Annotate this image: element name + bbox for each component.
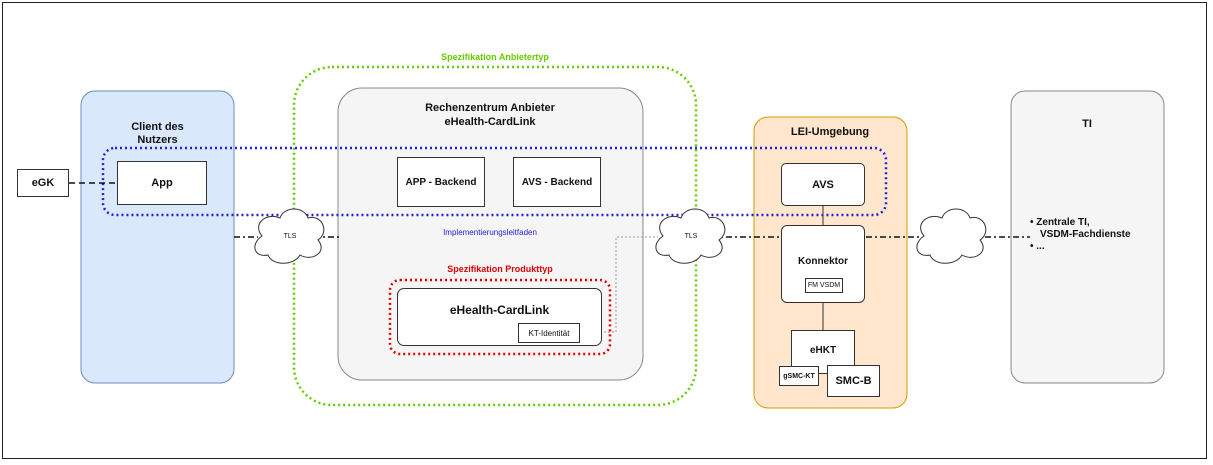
rechenzentrum-title-line2: eHealth-CardLink [444, 116, 536, 129]
rechenzentrum-title-line1: Rechenzentrum Anbieter [425, 102, 555, 115]
ti-list: • Zentrale TI, VSDM-Fachdienste • ... [1030, 217, 1170, 253]
gsmc-kt-box: gSMC-KT [779, 366, 819, 386]
ti-container [1010, 90, 1165, 384]
fm-vsdm-box: FM VSDM [805, 278, 843, 293]
anbietertyp-label: Spezifikation Anbietertyp [441, 51, 549, 62]
client-title: Client des Nutzers [131, 120, 184, 146]
egk-box: eGK [17, 169, 69, 197]
tls-cloud-right [655, 208, 726, 264]
lei-title: LEI-Umgebung [790, 126, 870, 139]
app-box: App [117, 161, 207, 205]
implementierungsleitfaden-label: Implementierungsleitfaden [443, 228, 537, 238]
ti-cloud [916, 208, 987, 264]
ti-list-item: • Zentrale TI, [1030, 217, 1090, 228]
kt-identitaet-box: KT-Identität [518, 323, 580, 343]
ti-list-item: VSDM-Fachdienste [1040, 229, 1131, 240]
avs-box: AVS [781, 163, 865, 206]
tls-cloud-left [254, 208, 325, 264]
ti-title: TI [1082, 118, 1092, 131]
produkttyp-boundary [388, 278, 612, 356]
ti-list-item: • ... [1030, 241, 1045, 252]
tls-label-right: TLS [684, 232, 698, 240]
produkttyp-label: Spezifikation Produkttyp [447, 263, 553, 274]
tls-label-left: TLS [283, 232, 297, 240]
avs-backend-box: AVS - Backend [513, 157, 601, 207]
smc-b-box: SMC-B [827, 365, 880, 397]
app-backend-box: APP - Backend [397, 157, 485, 207]
